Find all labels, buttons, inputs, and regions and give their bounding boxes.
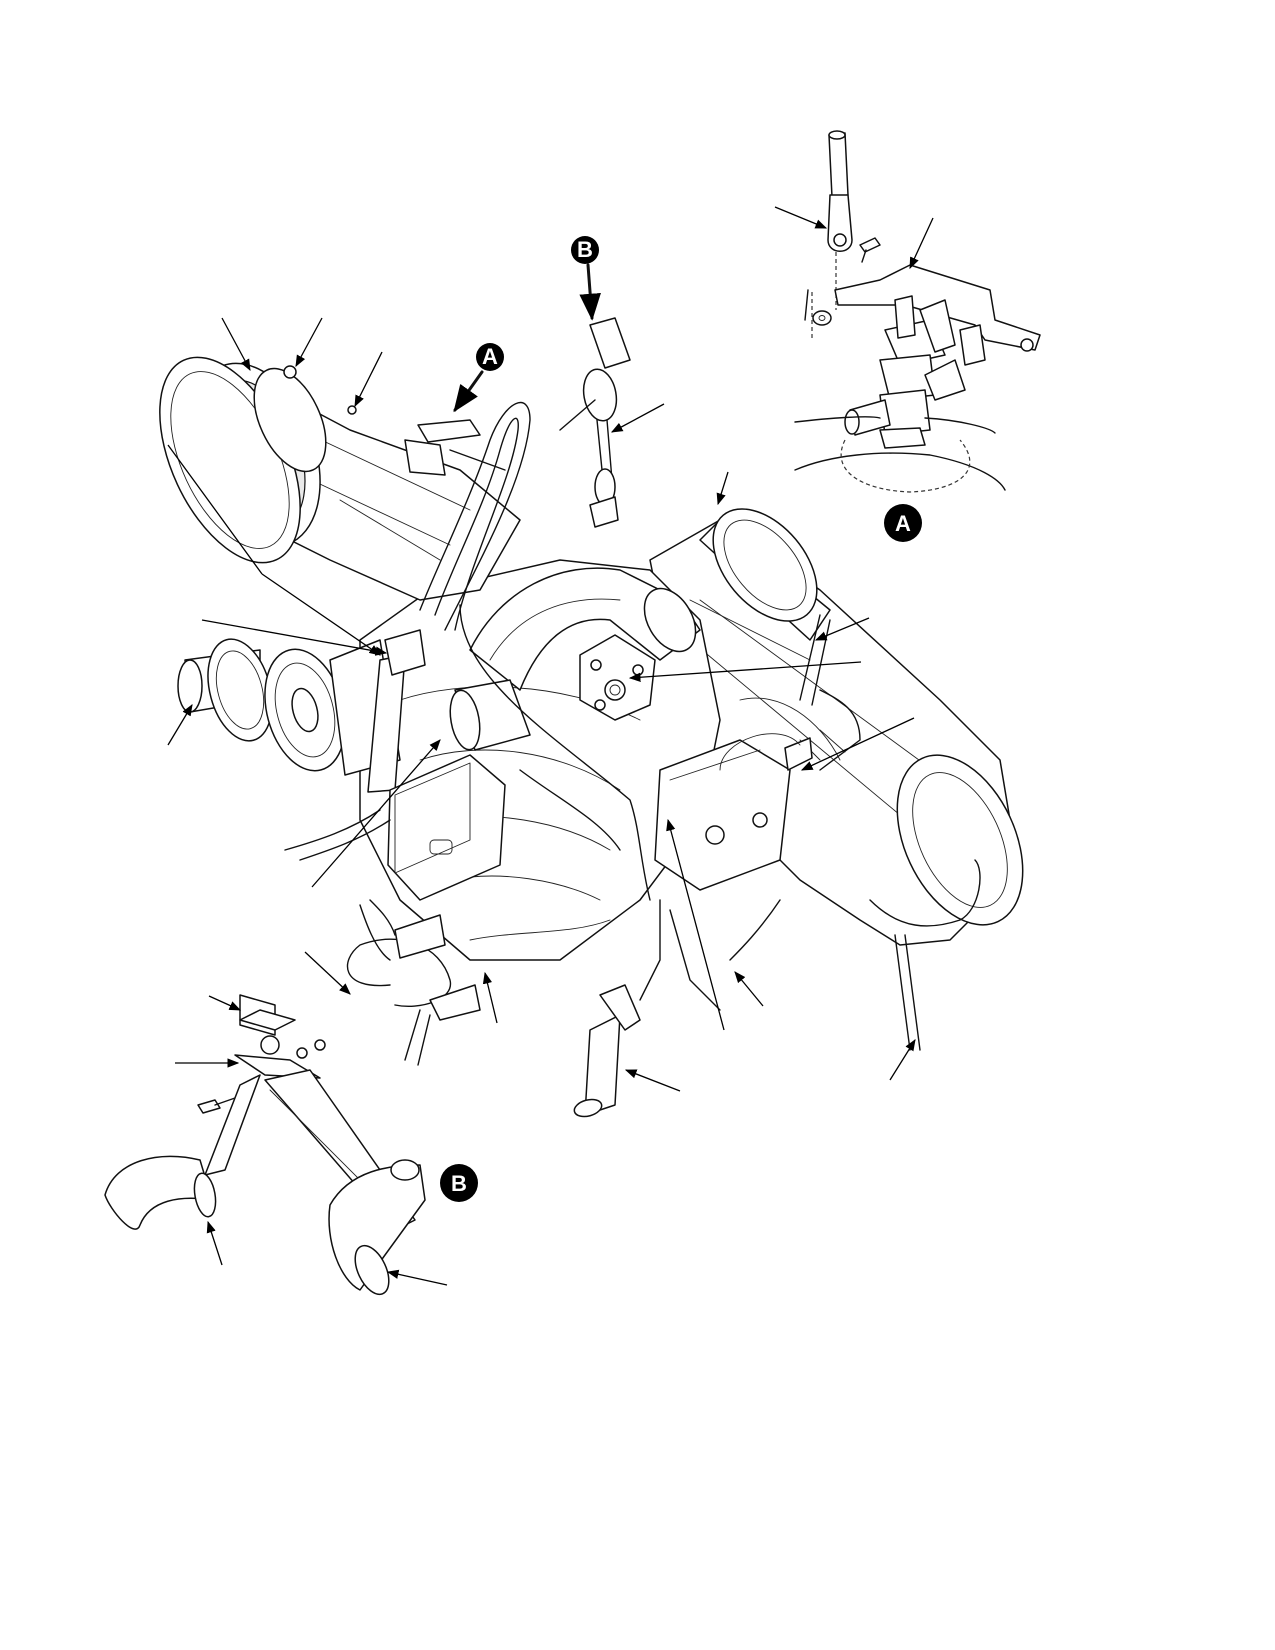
starter-box [388,755,505,900]
exhaust-stack [690,489,837,660]
intake-elbow [470,568,706,690]
detail-b-badge [440,1164,478,1202]
fuel-control [655,740,790,890]
sensor-clip [720,734,812,770]
engine-callout-b-label: B [577,237,593,262]
detail-a: A [795,131,1040,542]
engine-assembly [131,318,1048,1119]
detail-a-badge-label: A [895,511,911,536]
accessory-cylinder [446,680,530,752]
leader-lines [168,207,933,1285]
engine-callout-b: B [571,236,601,321]
tail-pipe [572,985,640,1119]
detail-b-badge-label: B [451,1171,467,1196]
engine-bracket-b [560,318,630,527]
lower-hose-loop [348,939,480,1065]
engine-callout-a: A [453,343,504,413]
air-filter-housing [131,336,356,584]
exhaust-collector [650,520,1048,945]
engine-bracket-a [405,420,505,475]
detail-a-badge [884,504,922,542]
harness-connector [360,900,445,960]
detail-b: B [105,995,478,1299]
pulley-assembly [178,632,400,780]
engine-callout-a-label: A [482,344,498,369]
mount-plate [580,635,655,720]
coolant-loop-hose [420,403,530,630]
